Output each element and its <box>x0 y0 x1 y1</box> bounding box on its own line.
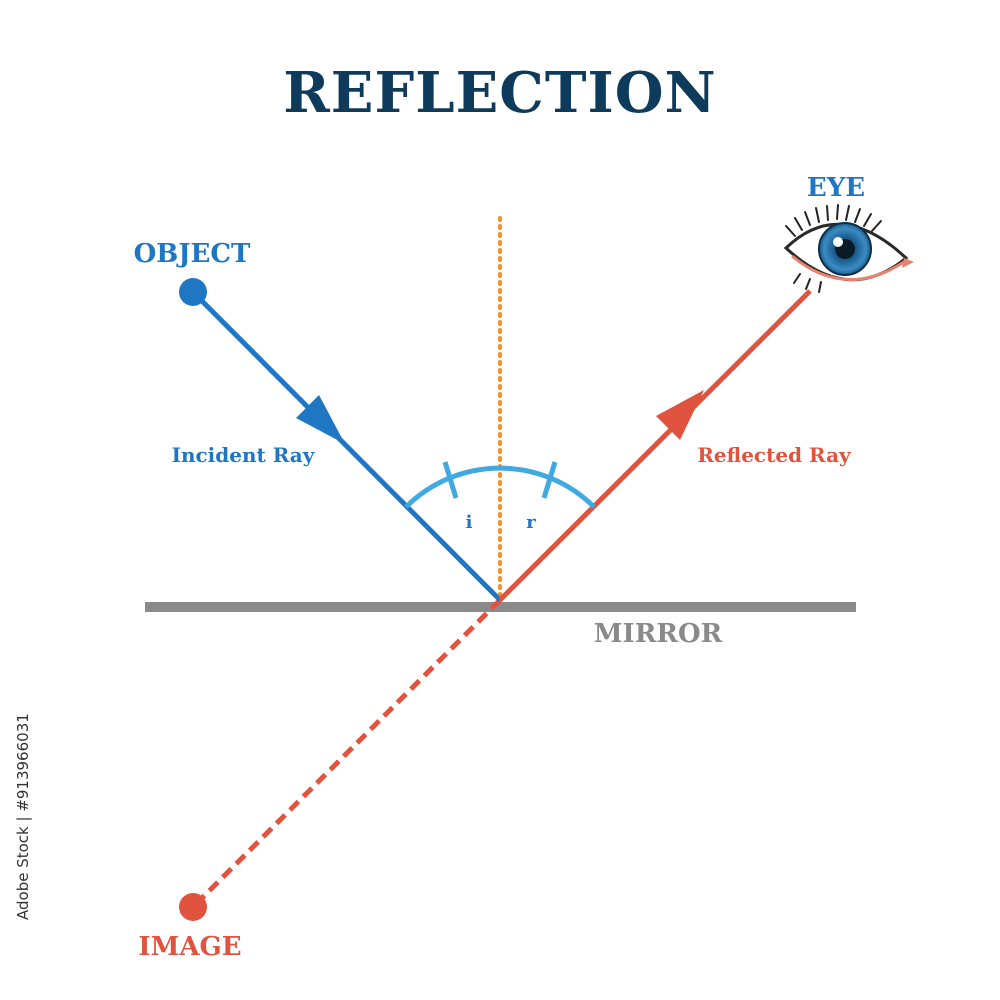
mirror-label: MIRROR <box>594 619 723 649</box>
angle-arc <box>404 465 596 509</box>
object-dot <box>179 278 207 306</box>
eye-icon <box>783 204 914 293</box>
angle-tick-reflection <box>541 461 558 499</box>
object-label: OBJECT <box>134 239 251 269</box>
reflected-ray-label: Reflected Ray <box>697 443 852 467</box>
angle-incidence-label: i <box>466 512 473 533</box>
reflected-ray <box>498 289 812 602</box>
stock-id-label: Adobe Stock | #913966031 <box>14 713 32 920</box>
angle-tick-incidence <box>442 461 459 499</box>
incident-ray <box>191 290 502 602</box>
image-label: IMAGE <box>138 932 241 962</box>
page-title: REFLECTION <box>283 60 716 126</box>
incident-ray-label: Incident Ray <box>172 443 316 467</box>
image-dot <box>179 893 207 921</box>
eye-label: EYE <box>807 173 865 203</box>
angle-reflection-label: r <box>526 512 536 533</box>
incident-arrow-icon <box>296 395 345 444</box>
virtual-ray <box>193 598 502 907</box>
reflected-arrow-icon <box>656 390 704 440</box>
